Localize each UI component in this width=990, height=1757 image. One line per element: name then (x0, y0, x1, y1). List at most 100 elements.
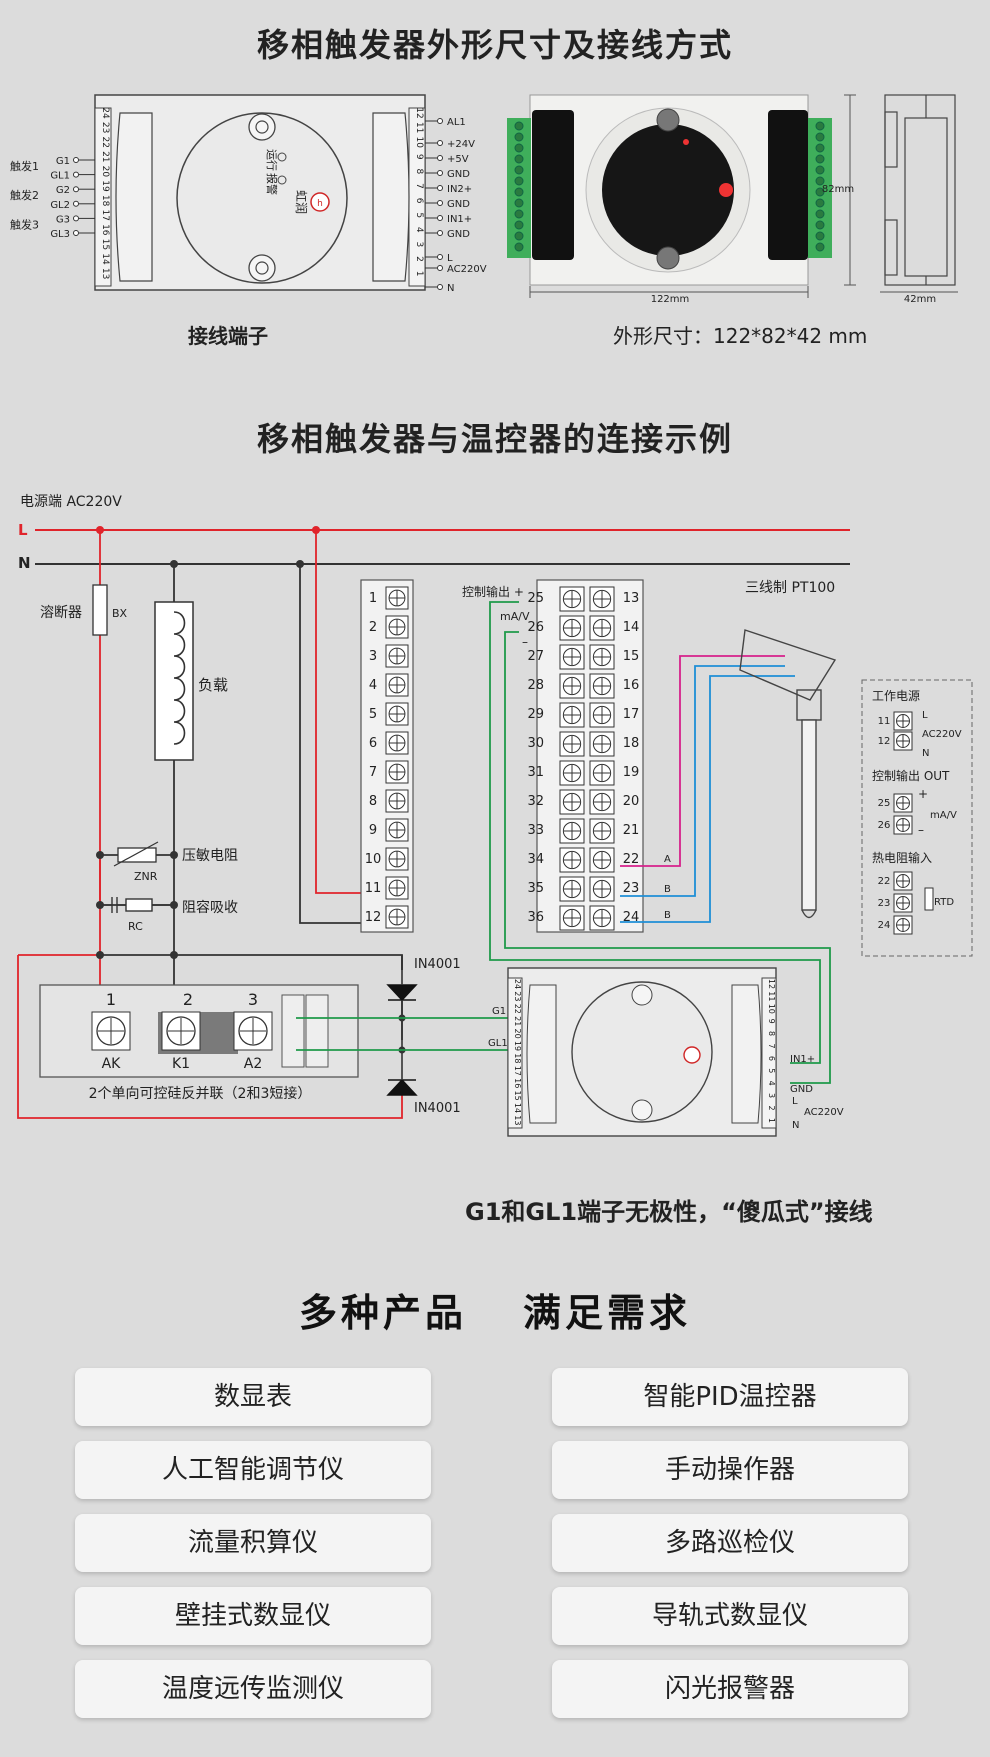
terminal-dot (437, 170, 443, 176)
trigger2-terminal-number: 11 (767, 991, 776, 1001)
dimension-lines (529, 94, 958, 298)
controller-screw (589, 702, 615, 728)
controller-terminal-number: 33 (527, 823, 544, 838)
photo-screw (514, 187, 524, 197)
controller-screw (385, 586, 409, 610)
rc-label: 阻容吸收 (182, 899, 238, 916)
power-label: 电源端 AC220V (20, 494, 122, 510)
scr-note: 2个单向可控硅反并联（2和3短接） (89, 1085, 312, 1102)
controller-terminal-number: 36 (527, 910, 544, 925)
photo-screw (815, 220, 825, 230)
trigger2-terminal-number: 1 (767, 1118, 776, 1123)
right-terminal-number: 11 (414, 122, 424, 133)
terminal-dot (437, 200, 443, 206)
controller-terminal-number: 7 (369, 765, 377, 780)
right-terminal-number: 12 (414, 107, 424, 118)
trigger2-terminal-number: 9 (767, 1019, 776, 1024)
legend-screw (893, 893, 913, 913)
section3-title-b: 满足需求 (523, 1291, 692, 1335)
controller-screw (559, 673, 585, 699)
controller-terminal-number: 34 (527, 852, 544, 867)
left-terminal-number: 16 (100, 224, 110, 236)
controller-terminal-number: 4 (369, 678, 377, 693)
product-button[interactable]: 数显表 (75, 1368, 431, 1426)
trigger2-terminal-number: 23 (513, 991, 522, 1001)
scr-term-3: 3 (248, 990, 258, 1009)
left-terminal-number: 18 (100, 195, 110, 207)
terminal-dot (437, 265, 443, 271)
photo-screw (815, 165, 825, 175)
terminal-dot (437, 118, 443, 124)
pt100-wiring (620, 655, 795, 923)
controller-terminal-number: 17 (623, 707, 640, 722)
left-terminal-number: 21 (100, 151, 110, 162)
legend-power-ac: AC220V (922, 729, 962, 740)
trigger2-terminal-number: 24 (513, 979, 522, 989)
product-button[interactable]: 闪光报警器 (552, 1660, 908, 1718)
left-group-label: 触发3 (10, 217, 39, 231)
trigger2-terminal-number: 18 (513, 1053, 522, 1063)
product-button[interactable]: 温度远传监测仪 (75, 1660, 431, 1718)
controller-terminal-number: 25 (527, 591, 544, 606)
product-button[interactable]: 流量积算仪 (75, 1514, 431, 1572)
varistor-code: ZNR (134, 870, 158, 883)
controller-terminal-number: 21 (623, 823, 640, 838)
controller-terminal-number: 13 (623, 591, 640, 606)
svg-text:h: h (317, 199, 323, 209)
right-terminal-number: 6 (414, 198, 424, 204)
right-terminal-label: IN1+ (447, 214, 472, 225)
product-button[interactable]: 智能PID温控器 (552, 1368, 908, 1426)
controller-terminal-number: 3 (369, 649, 377, 664)
product-button[interactable]: 多路巡检仪 (552, 1514, 908, 1572)
black-wiring (100, 564, 403, 1040)
trigger2-terminal-number: 4 (767, 1081, 776, 1086)
trigger2-terminal-number: 13 (513, 1115, 522, 1125)
legend-terminal-number: 22 (878, 876, 891, 887)
left-terminal-label: G1 (56, 156, 70, 167)
controller-screw (559, 731, 585, 757)
left-terminal-label: G3 (56, 214, 70, 225)
product-button[interactable]: 壁挂式数显仪 (75, 1587, 431, 1645)
left-terminal-number: 15 (100, 239, 110, 250)
rc-symbol (104, 897, 170, 913)
photo-screw (514, 231, 524, 241)
controller-screw (385, 760, 409, 784)
terminal-dot (73, 157, 79, 163)
trigger2-terminal-number: 19 (513, 1041, 522, 1051)
scr-name-k1: K1 (172, 1056, 190, 1072)
right-terminal-label: GND (447, 169, 470, 180)
product-button[interactable]: 导轨式数显仪 (552, 1587, 908, 1645)
controller-terminal-number: 28 (527, 678, 544, 693)
trigger2-terminal-number: 16 (513, 1078, 522, 1088)
right-terminal-number: 9 (414, 154, 424, 160)
controller-screw (559, 615, 585, 641)
pt100-label: 三线制 PT100 (745, 580, 835, 596)
trigger2-terminal-number: 10 (767, 1004, 776, 1014)
product-button[interactable]: 人工智能调节仪 (75, 1441, 431, 1499)
controller-screw (559, 876, 585, 902)
trigger2-terminal-number: 21 (513, 1016, 522, 1026)
legend-terminal-number: 23 (878, 898, 891, 909)
legend-screw (893, 731, 913, 751)
controller-terminal-number: 10 (365, 852, 382, 867)
terminal-dot (73, 215, 79, 222)
legend-terminal-number: 24 (878, 920, 891, 931)
controller-screw (385, 847, 409, 871)
product-button[interactable]: 手动操作器 (552, 1441, 908, 1499)
controller-screw (559, 847, 585, 873)
scr-name-a2: A2 (244, 1056, 262, 1072)
photo-screw (514, 176, 524, 186)
trigger-photo (507, 94, 832, 286)
controller-terminal-number: 9 (369, 823, 377, 838)
right-terminal-number: 10 (414, 136, 424, 148)
trigger2-terminal-number: 20 (513, 1029, 522, 1039)
controller-screw (385, 789, 409, 813)
varistor-symbol (117, 847, 157, 863)
photo-screw (514, 209, 524, 219)
right-terminal-label: L (447, 253, 453, 264)
controller-terminal-number: 22 (623, 852, 640, 867)
section3-title-a: 多种产品 (298, 1291, 467, 1335)
right-terminal-label: +24V (447, 139, 475, 150)
